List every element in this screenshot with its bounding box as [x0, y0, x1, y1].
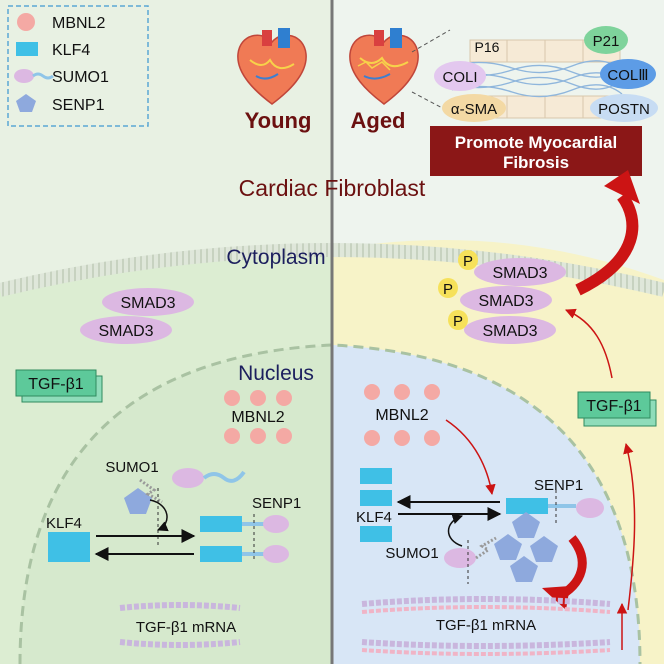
- young-smad3-2: SMAD3: [80, 316, 172, 344]
- aged-klf4-3: [360, 526, 392, 542]
- svg-text:SMAD3: SMAD3: [492, 265, 547, 282]
- nuclear-envelope: [18, 343, 642, 665]
- nucleus-label: Nucleus: [238, 362, 314, 385]
- young-mrna-strand: [119, 602, 241, 648]
- aged-free-sumo1: [444, 548, 476, 568]
- aged-klf4-2: [360, 490, 392, 506]
- fibrosis-outcome-box: Promote Myocardial Fibrosis: [430, 126, 642, 176]
- fibrosis-arrow-shaft: [575, 192, 639, 296]
- legend-mbnl2: MBNL2: [52, 15, 105, 32]
- aged-klf4-sumo: [506, 498, 548, 514]
- aged-sumo1-label: SUMO1: [385, 545, 438, 562]
- aged-mrna-to-tgf-arrow: [623, 442, 636, 611]
- aged-mrna-label: TGF-β1 mRNA: [436, 617, 536, 634]
- aged-sumo-tag: [576, 498, 604, 518]
- young-tgf-b1: TGF-β1: [15, 369, 103, 403]
- young-klf4-bottom: [48, 546, 90, 562]
- young-curved-arrow: [149, 499, 169, 532]
- zoom-line-top: [411, 29, 451, 53]
- svg-text:P: P: [453, 313, 463, 330]
- svg-text:COLI: COLI: [442, 69, 477, 86]
- young-cleavage-bolt: [139, 478, 163, 504]
- pink-circle-icon: [17, 13, 35, 31]
- outcome-line-1: Promote Myocardial: [455, 133, 618, 152]
- outcome-line-2: Fibrosis: [503, 153, 569, 172]
- marker-coliii: COLⅢ: [600, 59, 656, 89]
- young-klf4-top: [48, 532, 90, 548]
- cytoplasm-label: Cytoplasm: [226, 246, 325, 269]
- aged-label: Aged: [351, 108, 406, 133]
- marker-coli: COLI: [434, 61, 486, 91]
- svg-text:α-SMA: α-SMA: [451, 101, 497, 118]
- svg-text:P: P: [443, 281, 453, 298]
- aged-mbnl2-cluster: MBNL2: [364, 384, 440, 446]
- young-senp1: [124, 488, 152, 514]
- svg-text:POSTN: POSTN: [598, 101, 650, 118]
- young-sumo1: [172, 468, 246, 488]
- svg-text:SMAD3: SMAD3: [482, 323, 537, 340]
- young-sumo-tag-top: [263, 515, 289, 533]
- legend-klf4: KLF4: [52, 42, 90, 59]
- marker-postn: POSTN: [590, 94, 658, 122]
- sumo-chain-icon: [14, 69, 54, 83]
- aged-p-smad3-3: P SMAD3: [448, 310, 556, 344]
- legend-senp1: SENP1: [52, 97, 105, 114]
- marker-p16: P16: [475, 39, 500, 55]
- aged-nucleus: [332, 345, 640, 664]
- legend-sumo1: SUMO1: [52, 69, 109, 86]
- svg-text:P16: P16: [475, 39, 500, 55]
- aged-p-smad3-2: P SMAD3: [438, 278, 552, 314]
- fibrotic-tissue: [451, 39, 623, 119]
- pentagon-icon: [16, 94, 36, 112]
- young-klf4-label: KLF4: [46, 515, 82, 532]
- young-sumo1-label: SUMO1: [105, 459, 158, 476]
- svg-text:SMAD3: SMAD3: [478, 293, 533, 310]
- svg-text:SMAD3: SMAD3: [120, 295, 175, 312]
- young-sumo-tag-bottom: [263, 545, 289, 563]
- svg-text:TGF-β1: TGF-β1: [586, 398, 642, 415]
- svg-text:SMAD3: SMAD3: [98, 323, 153, 340]
- cardiac-fibroblast-label: Cardiac Fibroblast: [239, 175, 426, 201]
- aged-transcription-arrow-head: [542, 586, 570, 610]
- aged-senp1-cluster: [494, 512, 558, 582]
- young-heart-icon: [237, 28, 307, 105]
- aged-heart-icon: [349, 28, 419, 105]
- young-mrna-label: TGF-β1 mRNA: [136, 619, 236, 636]
- aged-tgf-b1: TGF-β1: [577, 391, 657, 427]
- young-mbnl2-label: MBNL2: [231, 409, 284, 426]
- aged-mbnl2-label: MBNL2: [375, 407, 428, 424]
- aged-senp1-label: SENP1: [534, 477, 583, 494]
- young-mbnl2-cluster: MBNL2: [224, 390, 292, 444]
- marker-p21: P21: [584, 26, 628, 54]
- young-klf4-sumo-top: [200, 516, 242, 532]
- aged-cleavage-bolt: [475, 536, 497, 560]
- aged-curved-arrow: [447, 514, 463, 547]
- fibrosis-arrow-head: [604, 170, 640, 204]
- aged-mbnl2-arrow: [445, 419, 496, 496]
- young-nucleus: [20, 345, 332, 664]
- legend: MBNL2 KLF4 SUMO1 SENP1: [7, 5, 149, 127]
- cyan-rectangle-icon: [16, 42, 38, 56]
- young-label: Young: [245, 108, 312, 133]
- svg-text:P21: P21: [593, 33, 620, 50]
- aged-tgf-to-smad-arrow: [565, 308, 613, 379]
- svg-text:TGF-β1: TGF-β1: [28, 376, 84, 393]
- young-senp1-label: SENP1: [252, 495, 301, 512]
- aged-klf4-1: [360, 468, 392, 484]
- aged-klf4-label: KLF4: [356, 509, 392, 526]
- young-klf4-sumo-bottom: [200, 546, 242, 562]
- svg-text:COLⅢ: COLⅢ: [607, 67, 648, 84]
- young-smad3-1: SMAD3: [102, 288, 194, 316]
- svg-text:P: P: [463, 253, 473, 270]
- marker-alpha-sma: α-SMA: [442, 94, 506, 122]
- aged-mrna-strands: [361, 596, 611, 656]
- aged-p-smad3-1: P SMAD3: [458, 250, 566, 286]
